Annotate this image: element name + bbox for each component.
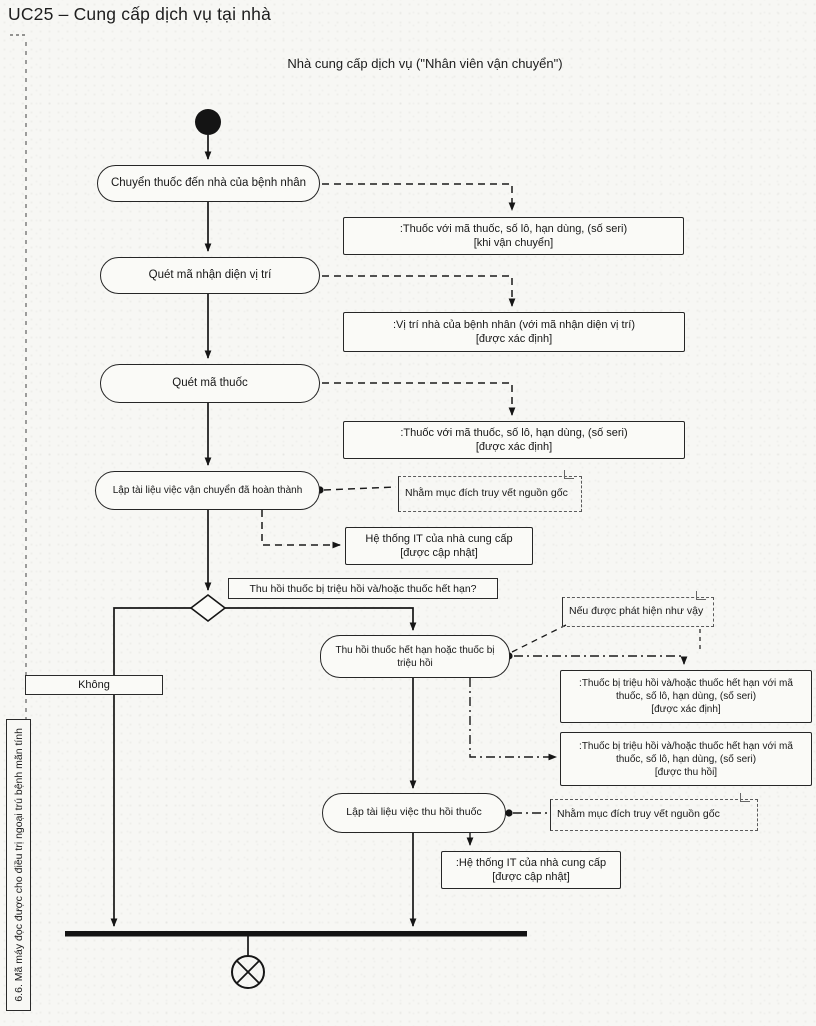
swimlane-header: Nhà cung cấp dịch vụ ("Nhân viên vận chu…: [287, 56, 563, 71]
note-traceability-recall: Nhằm mục đích truy vết nguồn gốc: [550, 793, 758, 831]
note-text: Nếu được phát hiện như vậy: [569, 605, 704, 618]
object-drug-identified: :Thuốc với mã thuốc, số lô, hạn dùng, (s…: [343, 421, 685, 459]
initial-node: [195, 109, 221, 135]
object-it-system-updated-1: Hệ thống IT của nhà cung cấp [được cập n…: [345, 527, 533, 565]
object-recalled-drug-identified: :Thuốc bị triệu hồi và/hoặc thuốc hết hạ…: [560, 670, 812, 723]
guard-label-no: Không: [25, 675, 163, 695]
activity-document-delivery: Lập tài liệu việc vận chuyển đã hoàn thà…: [95, 471, 320, 510]
activity-collect-recalled-drug: Thu hồi thuốc hết hạn hoặc thuốc bị triệ…: [320, 635, 510, 678]
page-title: UC25 – Cung cấp dịch vụ tại nhà: [8, 4, 272, 24]
sidebar-text: 6.6. Mã máy đọc được cho điều trị ngoại …: [12, 728, 25, 1002]
activity-document-recall: Lập tài liệu việc thu hồi thuốc: [322, 793, 506, 833]
note-fold-icon: [696, 591, 706, 600]
decision-diamond: [189, 593, 227, 623]
object-location-identified: :Vị trí nhà của bệnh nhân (với mã nhận d…: [343, 312, 685, 352]
note-fold-icon: [564, 470, 574, 479]
note-text: Nhằm mục đích truy vết nguồn gốc: [557, 808, 720, 821]
note-anchor-dot: [505, 809, 513, 817]
join-bar: [65, 931, 527, 937]
object-it-system-updated-2: :Hệ thống IT của nhà cung cấp [được cập …: [441, 851, 621, 889]
note-if-detected: Nếu được phát hiện như vậy: [562, 591, 714, 627]
note-fold-icon: [740, 793, 750, 802]
note-text: Nhằm mục đích truy vết nguồn gốc: [405, 487, 568, 500]
activity-deliver-drug: Chuyển thuốc đến nhà của bệnh nhân: [97, 165, 320, 202]
note-traceability-delivery: Nhằm mục đích truy vết nguồn gốc: [398, 470, 582, 512]
object-drug-in-transport: :Thuốc với mã thuốc, số lô, hạn dùng, (s…: [343, 217, 684, 255]
flow-final-node: [231, 955, 265, 989]
object-recalled-drug-collected: :Thuốc bị triệu hồi và/hoặc thuốc hết hạ…: [560, 732, 812, 786]
activity-scan-location-code: Quét mã nhận diện vị trí: [100, 257, 320, 294]
section-sidebar-label: 6.6. Mã máy đọc được cho điều trị ngoại …: [6, 719, 31, 1011]
decision-question-label: Thu hồi thuốc bị triệu hồi và/hoặc thuốc…: [228, 578, 498, 599]
activity-scan-drug-code: Quét mã thuốc: [100, 364, 320, 403]
